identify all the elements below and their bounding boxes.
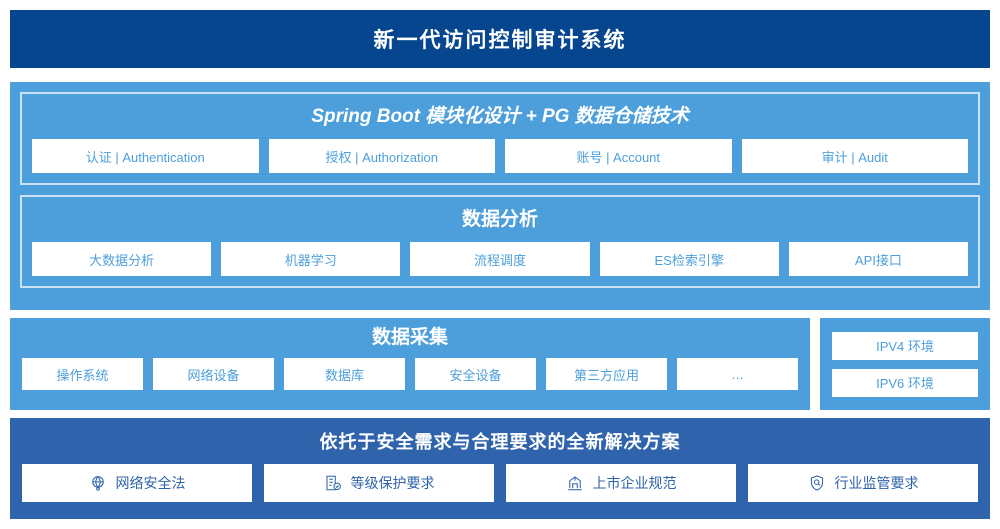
- card-operating-system[interactable]: 操作系统: [22, 358, 143, 390]
- card-process-scheduling[interactable]: 流程调度: [410, 242, 590, 276]
- card-listed-enterprise-standard[interactable]: 上市企业规范: [506, 464, 736, 502]
- platform-block: Spring Boot 模块化设计 + PG 数据仓储技术 认证 | Authe…: [10, 82, 990, 310]
- card-authentication[interactable]: 认证 | Authentication: [32, 139, 259, 173]
- card-es-search-engine[interactable]: ES检索引擎: [599, 242, 779, 276]
- panel-title-spring-boot: Spring Boot 模块化设计 + PG 数据仓储技术: [311, 106, 689, 127]
- card-api-interface[interactable]: API接口: [788, 242, 969, 276]
- header-bar: 新一代访问控制审计系统: [10, 10, 990, 68]
- compliance-block: 依托于安全需求与合理要求的全新解决方案 网络安全法: [10, 418, 990, 519]
- card-industry-regulation[interactable]: 行业监管要求: [748, 464, 978, 502]
- card-database[interactable]: 数据库: [284, 358, 405, 390]
- card-security-device[interactable]: 安全设备: [415, 358, 536, 390]
- card-machine-learning[interactable]: 机器学习: [221, 242, 401, 276]
- collection-section: 数据采集 操作系统 网络设备 数据库 安全设备 第三方应用 … IPV4 环境 …: [10, 318, 990, 410]
- card-row-data-analysis: 大数据分析 机器学习 流程调度 ES检索引擎 API接口: [32, 242, 969, 276]
- shield-search-icon: [808, 474, 826, 492]
- panel-spring-boot: Spring Boot 模块化设计 + PG 数据仓储技术 认证 | Authe…: [20, 92, 980, 185]
- bank-building-icon: [566, 474, 584, 492]
- card-ipv4-environment[interactable]: IPV4 环境: [832, 331, 978, 360]
- compliance-title: 依托于安全需求与合理要求的全新解决方案: [319, 432, 681, 452]
- card-label: 行业监管要求: [834, 475, 919, 491]
- page-title: 新一代访问控制审计系统: [373, 29, 627, 52]
- document-check-icon: [324, 474, 342, 492]
- card-more-ellipsis[interactable]: …: [677, 358, 798, 390]
- card-authorization[interactable]: 授权 | Authorization: [268, 139, 495, 173]
- card-row-data-collection: 操作系统 网络设备 数据库 安全设备 第三方应用 …: [22, 358, 798, 390]
- card-audit[interactable]: 审计 | Audit: [741, 139, 968, 173]
- globe-network-icon: [89, 474, 107, 492]
- card-label: 等级保护要求: [350, 475, 435, 491]
- card-third-party-app[interactable]: 第三方应用: [546, 358, 667, 390]
- card-label: 网络安全法: [115, 475, 186, 491]
- data-collection-block: 数据采集 操作系统 网络设备 数据库 安全设备 第三方应用 …: [10, 318, 810, 410]
- card-cybersecurity-law[interactable]: 网络安全法: [22, 464, 252, 502]
- card-row-spring-boot: 认证 | Authentication 授权 | Authorization 账…: [32, 139, 968, 173]
- card-network-device[interactable]: 网络设备: [153, 358, 274, 390]
- card-account[interactable]: 账号 | Account: [505, 139, 732, 173]
- environment-block: IPV4 环境 IPV6 环境: [820, 318, 990, 410]
- panel-title-data-analysis: 数据分析: [461, 209, 538, 230]
- card-big-data-analysis[interactable]: 大数据分析: [32, 242, 212, 276]
- card-label: 上市企业规范: [592, 475, 677, 491]
- panel-data-analysis: 数据分析 大数据分析 机器学习 流程调度 ES检索引擎 API接口: [20, 195, 980, 288]
- compliance-row: 网络安全法 等级保护要求: [22, 464, 978, 502]
- card-ipv6-environment[interactable]: IPV6 环境: [832, 368, 978, 397]
- panel-title-data-collection: 数据采集: [371, 327, 448, 348]
- card-classified-protection[interactable]: 等级保护要求: [264, 464, 494, 502]
